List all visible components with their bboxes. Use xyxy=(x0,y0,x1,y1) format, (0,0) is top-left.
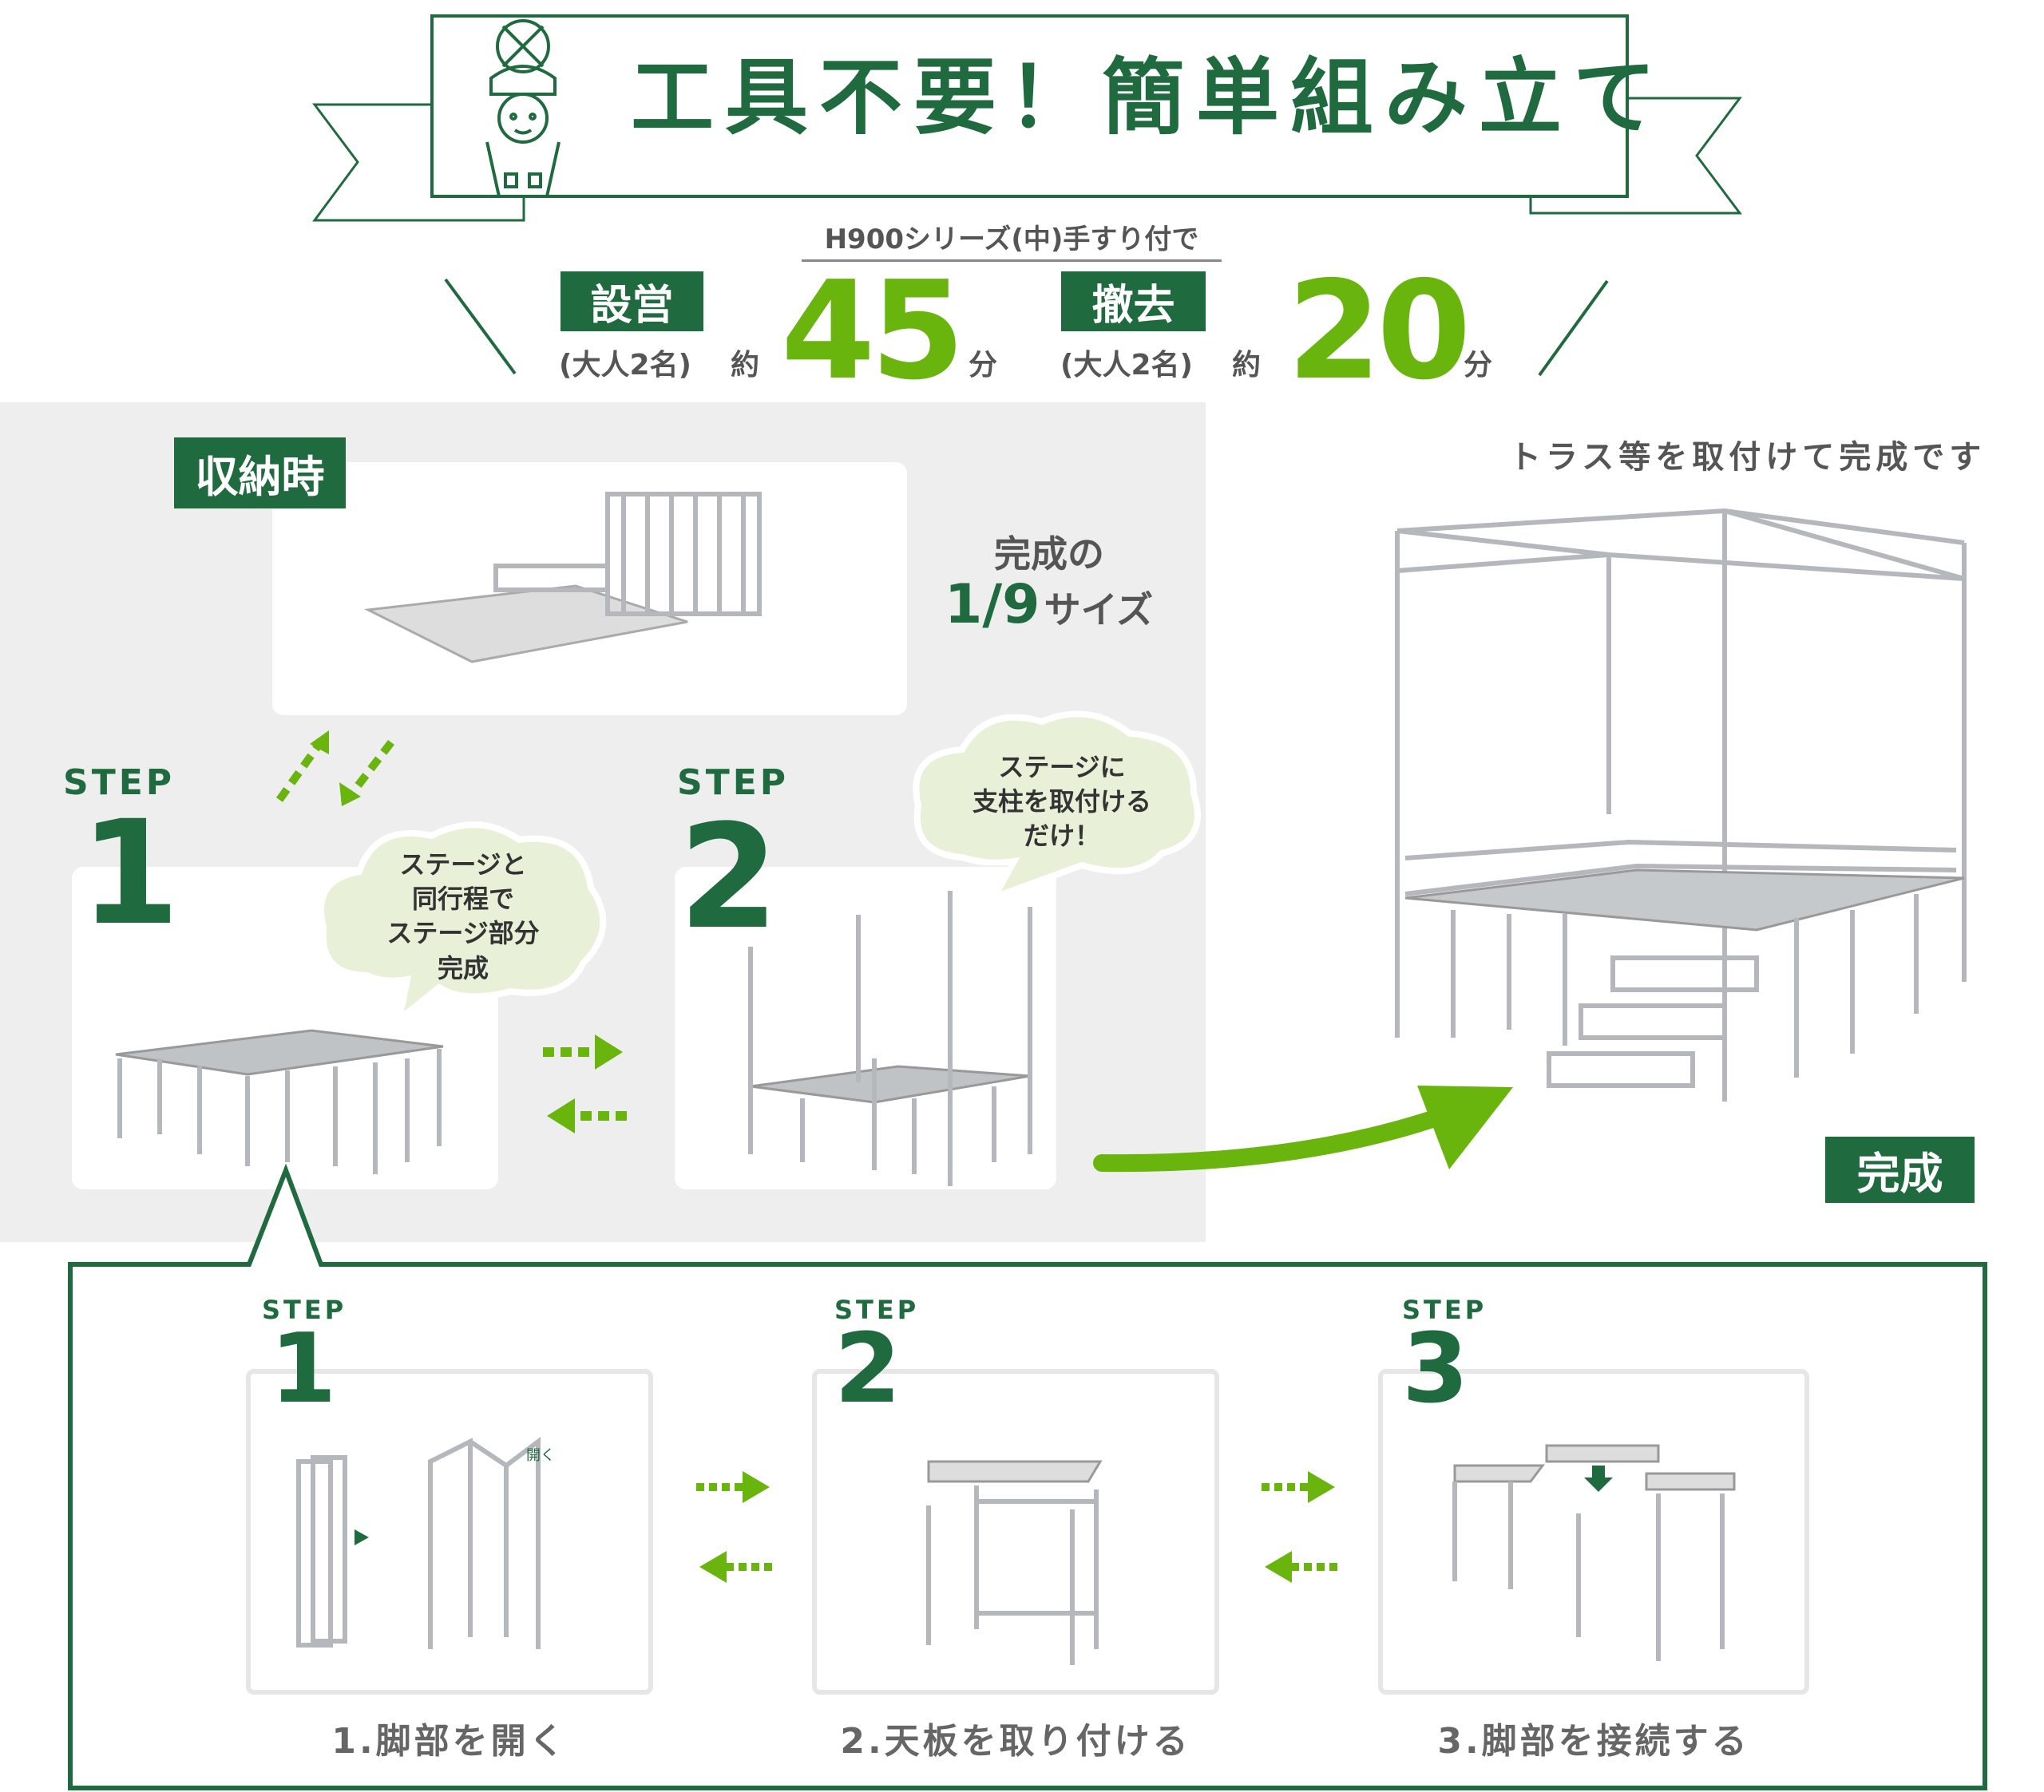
setup-people-note: (大人2名) xyxy=(559,349,691,382)
forward-back-arrows-icon xyxy=(543,1034,627,1133)
detail-step1-number: 1 xyxy=(270,1314,337,1425)
teardown-minutes: 20 xyxy=(1287,252,1472,410)
detail-step1-label: STEP xyxy=(262,1295,347,1325)
detail-step3-label: STEP xyxy=(1402,1295,1487,1325)
detail-step2-caption: 2.天板を取り付ける xyxy=(840,1721,1191,1762)
storage-size-line1: 完成の xyxy=(994,532,1104,576)
step2-speech-bubble xyxy=(913,710,1201,904)
step1-label: STEP xyxy=(63,762,176,803)
stage-with-posts-image xyxy=(748,891,1032,1186)
open-tag: 開く xyxy=(526,1447,555,1464)
mascot-worker-icon xyxy=(485,19,561,198)
setup-label: 設営 xyxy=(561,271,703,331)
storage-size-ratio: 1/9 xyxy=(945,573,1040,636)
connect-legs-image xyxy=(1452,1444,1736,1661)
complete-note: トラス等を取付けて完成です xyxy=(1509,439,1987,476)
bubble-line: ステージに xyxy=(998,752,1126,782)
attach-top-image xyxy=(926,1460,1103,1665)
bubble-line: 支柱を取付ける xyxy=(972,786,1151,817)
setup-approx: 約 xyxy=(731,349,760,382)
bubble-line: 同行程で xyxy=(411,884,514,915)
teardown-people-note: (大人2名) xyxy=(1060,349,1193,382)
step2-card xyxy=(675,867,1056,1189)
bubble-line: ステージと xyxy=(399,849,527,880)
storage-stack-image xyxy=(363,492,762,663)
slash-decoration-left xyxy=(444,278,1609,377)
detail-step3-card xyxy=(1378,1369,1809,1695)
stage-platform-image xyxy=(115,1029,444,1174)
storage-label: 収納時 xyxy=(174,437,346,508)
storage-image-card xyxy=(272,462,907,715)
open-legs-image xyxy=(296,1437,541,1649)
detail-step1-card: 開く xyxy=(246,1369,653,1695)
detail-step3-caption: 3.脚部を接続する xyxy=(1437,1721,1750,1762)
step1-bubble-text: ステージと 同行程で ステージ部分 完成 xyxy=(351,848,575,986)
detail-arrows-1-2-icon xyxy=(696,1471,772,1583)
detail-step3-number: 3 xyxy=(1402,1314,1469,1425)
detail-arrows-2-3-icon xyxy=(1262,1471,1337,1583)
series-subtitle: H900シリーズ(中)手すり付で xyxy=(802,217,1222,262)
detail-step1-caption: 1.脚部を開く xyxy=(331,1721,568,1762)
teardown-approx: 約 xyxy=(1232,349,1262,382)
teardown-unit: 分 xyxy=(1464,349,1493,382)
ribbon-banner xyxy=(312,14,1742,222)
teardown-label: 撤去 xyxy=(1061,271,1206,331)
step1-number: 1 xyxy=(80,790,180,957)
step2-number: 2 xyxy=(679,794,779,961)
diagonal-double-arrow-icon xyxy=(275,730,394,806)
detail-step2-card xyxy=(812,1369,1219,1695)
detail-step2-label: STEP xyxy=(834,1295,920,1325)
setup-unit: 分 xyxy=(969,349,998,382)
detail-step2-number: 2 xyxy=(834,1314,901,1425)
step2-label: STEP xyxy=(677,762,790,803)
completed-stage-image xyxy=(1395,508,1967,1102)
bubble-line: 完成 xyxy=(437,952,489,983)
curved-arrow-to-complete-icon xyxy=(1093,1086,1513,1173)
bubble-line: だけ！ xyxy=(1023,821,1100,852)
storage-size-suffix: サイズ xyxy=(1044,588,1154,631)
page-title: 工具不要！簡単組み立て xyxy=(631,49,1668,146)
step1-speech-bubble xyxy=(318,821,607,1027)
setup-minutes: 45 xyxy=(781,252,965,410)
step2-bubble-text: ステージに 支柱を取付ける だけ！ xyxy=(934,750,1190,854)
storage-size-line2: 1/9 サイズ xyxy=(945,573,1153,636)
complete-label: 完成 xyxy=(1825,1137,1975,1203)
bubble-line: ステージ部分 xyxy=(386,918,540,949)
